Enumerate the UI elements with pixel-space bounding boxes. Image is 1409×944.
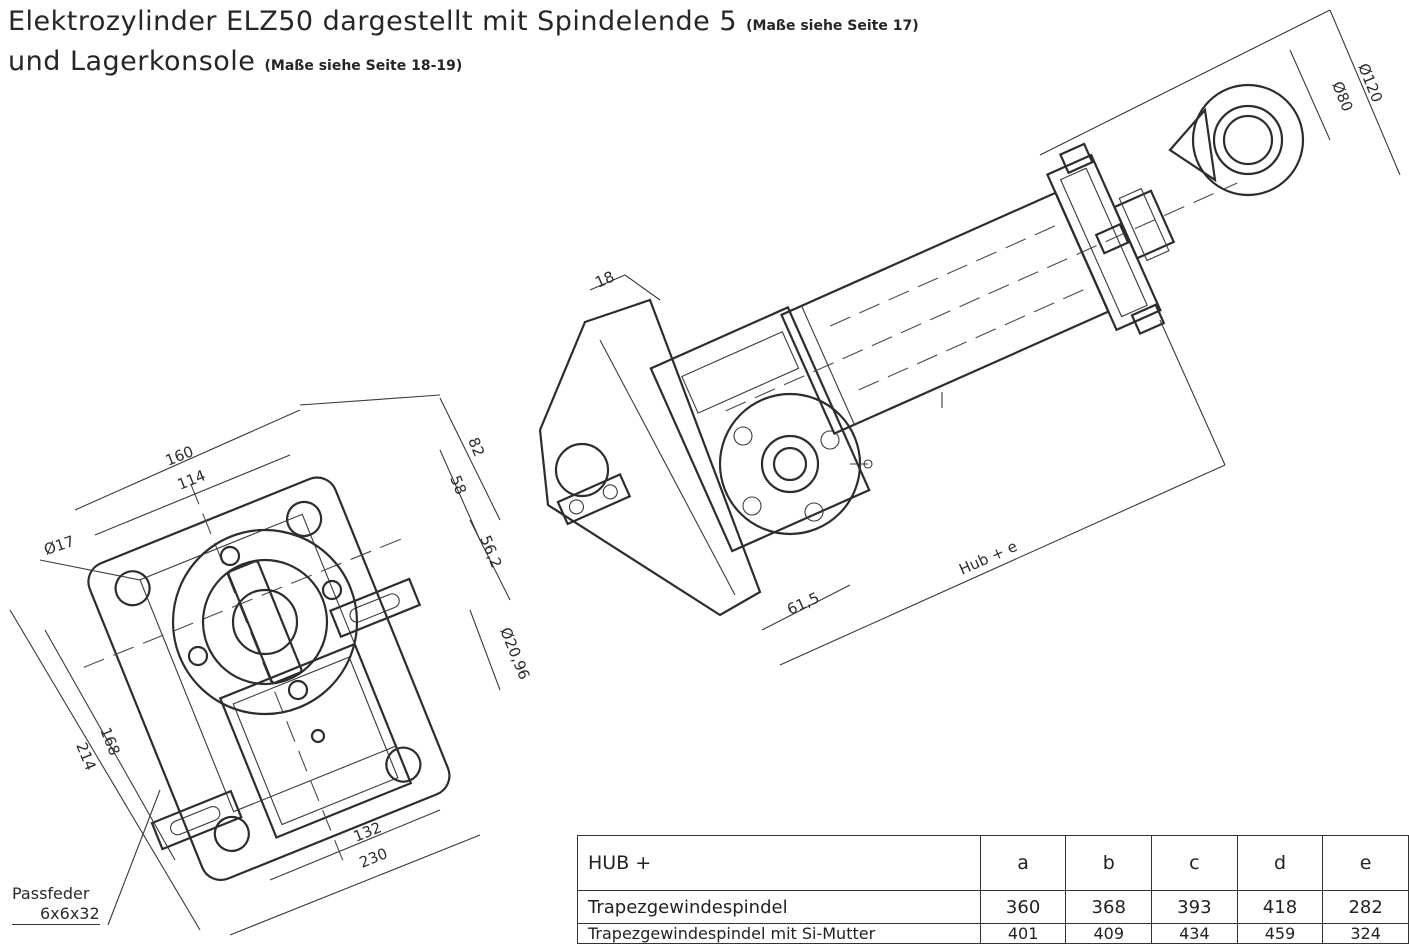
header-e: e [1322,835,1409,891]
dim-d17: Ø17 [42,532,77,559]
dim-82: 82 [464,435,488,459]
table-header: HUB + a b c d e [577,835,1409,891]
dim-d20-96: Ø20,96 [496,625,533,683]
dim-58: 58 [446,473,470,497]
table-row: Trapezgewindespindel mit Si-Mutter 401 4… [577,923,1409,944]
header-c: c [1151,835,1238,891]
title-line-2: und Lagerkonsole (Maße siehe Seite 18-19… [8,46,463,77]
end-view [9,394,511,936]
dim-168: 168 [96,725,123,758]
header-d: d [1236,835,1324,891]
dim-160: 160 [163,442,196,469]
flange-plate [83,476,451,882]
dim-230: 230 [357,844,390,871]
table-row: Trapezgewindespindel 360 368 393 418 282 [577,890,1409,924]
title-note-2: (Maße siehe Seite 18-19) [264,58,463,74]
dim-hub-e: Hub + e [956,537,1020,579]
dim-214: 214 [72,740,99,773]
title-note-1: (Maße siehe Seite 17) [746,18,919,34]
drawing-title: Elektrozylinder ELZ50 dargestellt mit Sp… [8,4,919,84]
passfeder-size: 6x6x32 [12,904,100,925]
header-a: a [979,835,1067,891]
dim-d80: Ø80 [1328,79,1356,114]
passfeder-label: Passfeder 6x6x32 [12,884,100,925]
dim-d120: Ø120 [1354,61,1386,105]
dim-56-2: 56,2 [476,533,505,571]
side-view [538,9,1401,666]
dim-61-5: 61,5 [784,589,822,619]
stroke-table: HUB + a b c d e Trapezgewindespindel 360… [577,835,1409,944]
dim-132: 132 [351,818,384,845]
header-hub: HUB + [577,835,981,891]
header-b: b [1065,835,1153,891]
dim-114: 114 [175,466,208,493]
dim-18: 18 [592,267,617,291]
title-line-1: Elektrozylinder ELZ50 dargestellt mit Sp… [8,6,919,37]
